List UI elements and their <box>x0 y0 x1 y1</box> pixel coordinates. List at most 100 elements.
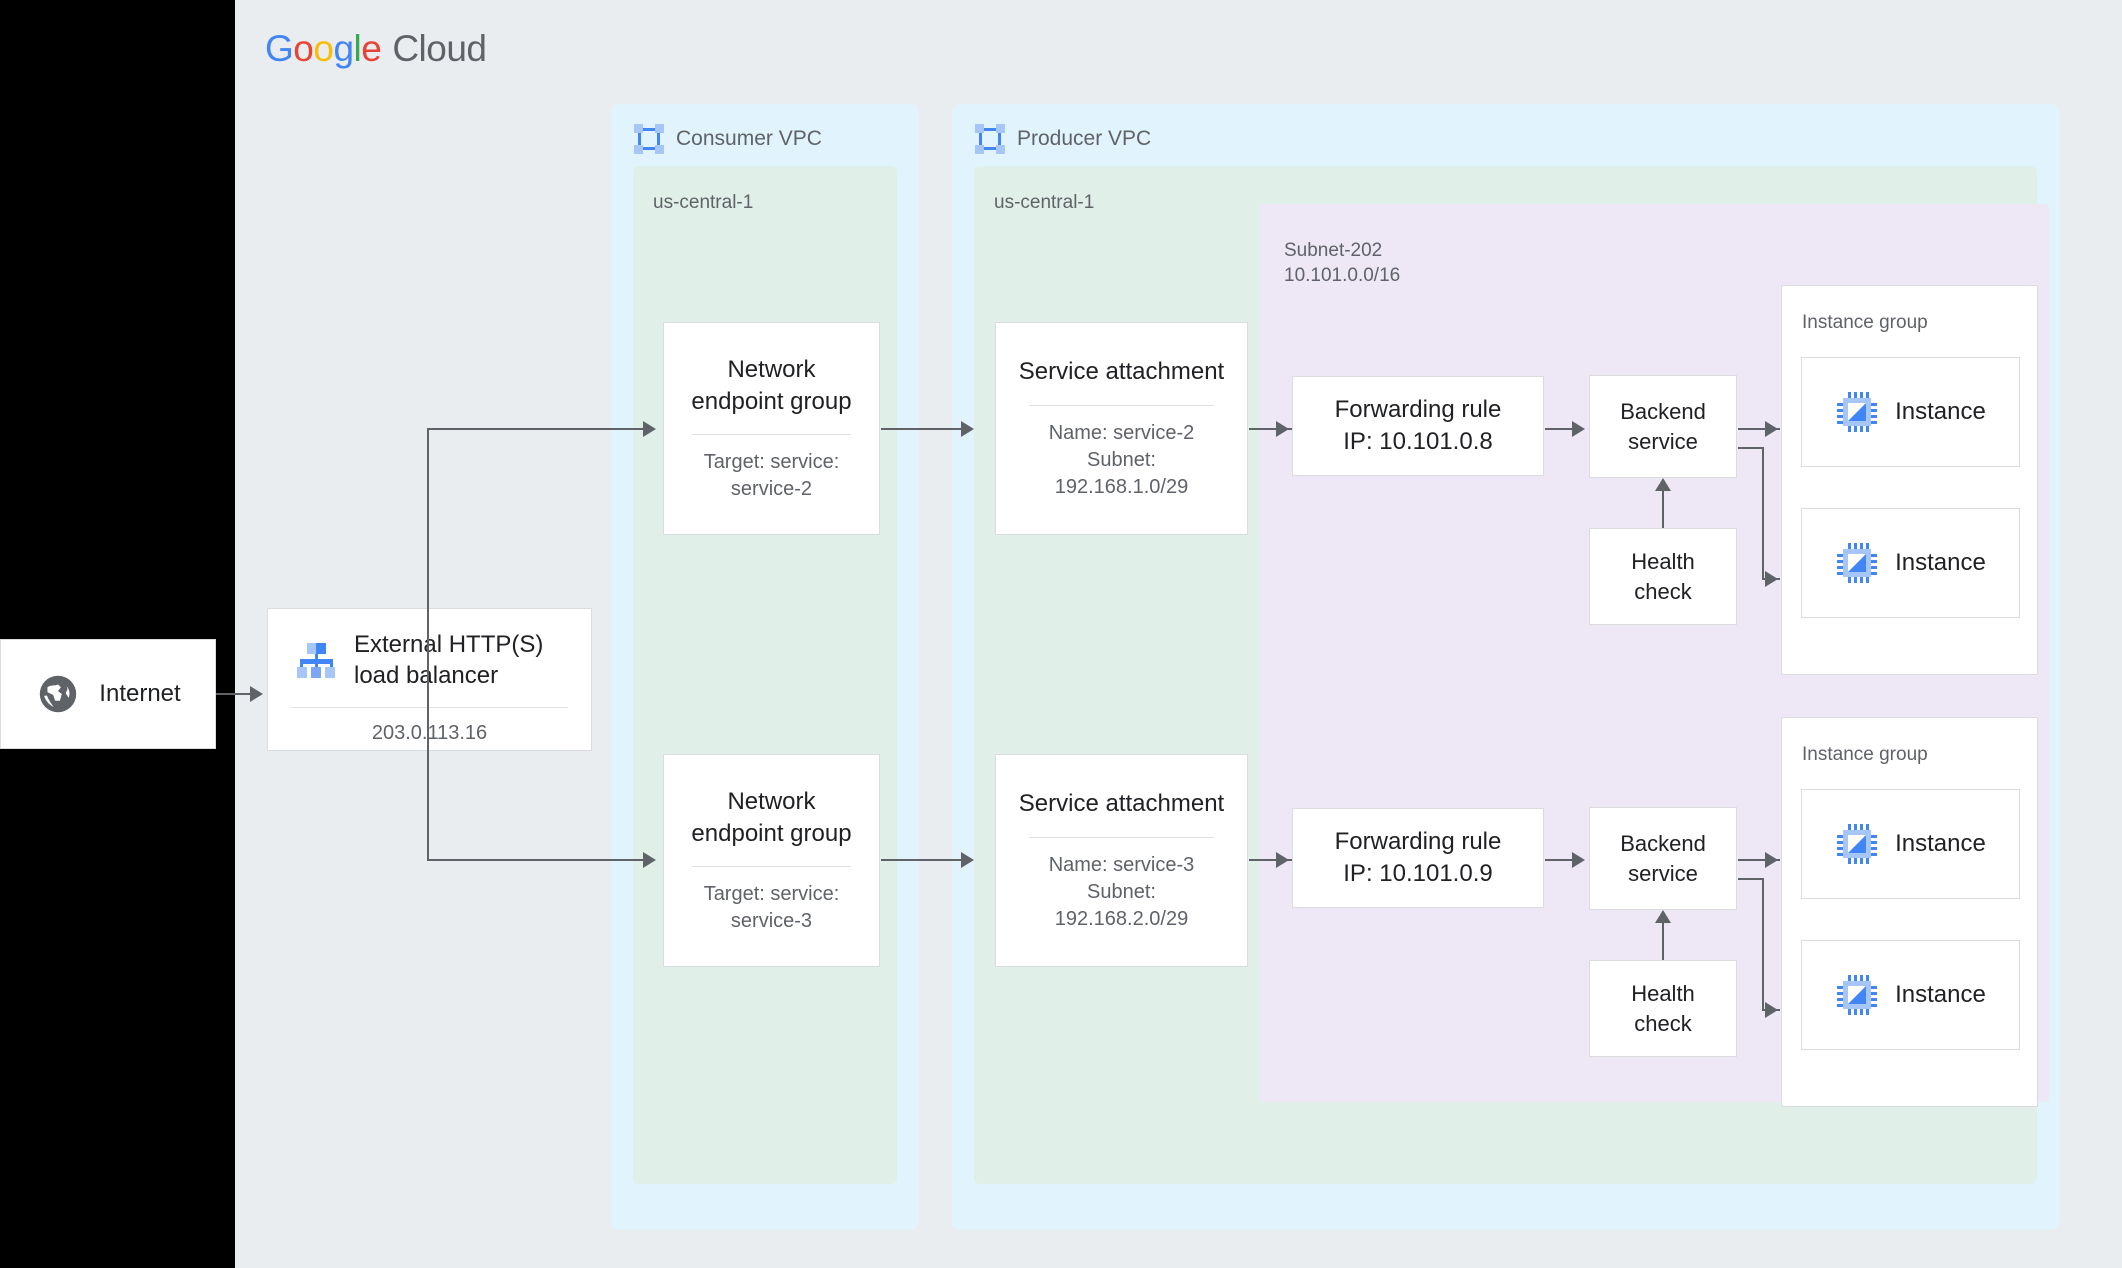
neg-target-value: service-2 <box>730 478 813 501</box>
producer-vpc-title: Producer VPC <box>1017 127 1152 150</box>
consumer-region-container: us-central-1 <box>633 166 897 1184</box>
cpu-icon <box>1837 543 1878 583</box>
instance-label: Instance <box>1895 398 1986 425</box>
instance-group-container: Instance group Instance <box>1781 285 2038 675</box>
instance-node[interactable]: Instance <box>1801 357 2020 467</box>
service-attachment-name: Name: service-3 <box>1048 853 1195 876</box>
neg-title-line1: Network <box>727 787 816 815</box>
internet-node[interactable]: Internet <box>0 639 216 749</box>
consumer-vpc-title: Consumer VPC <box>676 127 822 150</box>
service-attachment-subnet-label: Subnet: <box>1087 880 1156 903</box>
arrowhead-neg1-to-sa1 <box>961 421 974 437</box>
connector-bes1-to-instance1 <box>1738 428 1780 430</box>
arrowhead-fr2-to-bes2 <box>1572 852 1585 868</box>
vpc-icon <box>634 124 664 154</box>
arrowhead-internet-to-lb <box>250 686 263 702</box>
connector-fr1-to-bes1 <box>1545 428 1583 430</box>
arrowhead-hc1-to-bes1 <box>1655 478 1671 491</box>
instance-label: Instance <box>1895 981 1986 1008</box>
health-check-title: Health check <box>1631 979 1695 1038</box>
neg-subtext: Target: service: service-3 <box>704 881 840 935</box>
arrowhead-bes1-to-instance1 <box>1765 421 1778 437</box>
connector-lb-to-neg1 <box>427 428 646 430</box>
arrowhead-sa2-to-fr2 <box>1276 852 1289 868</box>
connector-hc1-to-bes1 <box>1662 489 1664 529</box>
subnet-label: Subnet-202 10.101.0.0/16 <box>1284 238 1400 288</box>
consumer-vpc-container: Consumer VPC us-central-1 <box>611 104 919 1230</box>
logo-letter-e1: e <box>361 28 382 69</box>
cpu-icon <box>1837 824 1878 864</box>
arrowhead-sa1-to-fr1 <box>1276 421 1289 437</box>
connector-bes2-to-instance4-seg1 <box>1738 878 1764 880</box>
service-attachment-title: Service attachment <box>1018 358 1225 386</box>
instance-node[interactable]: Instance <box>1801 789 2020 899</box>
backend-service-line1: Backend <box>1620 831 1706 857</box>
lb-ip-address: 203.0.113.16 <box>371 722 488 745</box>
health-check-line2: check <box>1634 1010 1692 1036</box>
connector-sa2-to-fr2 <box>1249 859 1293 861</box>
connector-hc2-to-bes2 <box>1662 921 1664 961</box>
producer-region-label: us-central-1 <box>994 192 1095 213</box>
connector-sa1-to-fr1 <box>1249 428 1293 430</box>
service-attachment-divider <box>1028 836 1215 838</box>
connector-bes1-to-instance2-seg2 <box>1762 447 1764 579</box>
vpc-icon <box>975 124 1005 154</box>
instance-node[interactable]: Instance <box>1801 940 2020 1050</box>
consumer-region-label: us-central-1 <box>653 192 754 213</box>
connector-neg1-to-sa1 <box>881 428 964 430</box>
neg-target-label: Target: service: <box>703 883 840 906</box>
arrowhead-lb-to-neg1 <box>643 421 656 437</box>
service-attachment-subnet-cidr: 192.168.2.0/29 <box>1054 907 1189 930</box>
instance-group-container: Instance group Instance <box>1781 717 2038 1107</box>
health-check-line1: Health <box>1631 549 1695 575</box>
logo-letter-o1: o <box>293 28 314 69</box>
neg-title-line2: endpoint group <box>691 820 852 847</box>
external-load-balancer-node[interactable]: External HTTP(S)load balancer 203.0.113.… <box>267 608 592 751</box>
cpu-icon <box>1837 392 1878 432</box>
forwarding-rule-label: Forwarding rule <box>1334 828 1502 856</box>
internet-label: Internet <box>99 680 181 707</box>
network-endpoint-group-node[interactable]: Network endpoint group Target: service: se… <box>663 754 880 967</box>
arrowhead-fr1-to-bes1 <box>1572 421 1585 437</box>
forwarding-rule-ip: IP: 10.101.0.8 <box>1343 428 1493 455</box>
backend-service-line2: service <box>1628 860 1698 886</box>
connector-internet-to-lb <box>216 693 254 695</box>
service-attachment-divider <box>1028 404 1215 406</box>
cpu-icon <box>1837 975 1878 1015</box>
producer-vpc-header: Producer VPC <box>975 124 1151 154</box>
backend-service-node[interactable]: Backend service <box>1589 807 1737 910</box>
neg-target-value: service-3 <box>730 910 813 933</box>
lb-title: External HTTP(S)load balancer <box>354 629 543 691</box>
health-check-node[interactable]: Health check <box>1589 960 1737 1057</box>
connector-bes1-to-instance2-seg1 <box>1738 447 1764 449</box>
backend-service-title: Backend service <box>1620 829 1706 888</box>
logo-word-cloud: Cloud <box>392 28 487 69</box>
lb-divider <box>290 707 569 709</box>
globe-icon <box>40 675 77 713</box>
connector-neg2-to-sa2 <box>881 859 964 861</box>
lb-title-line1: External HTTP(S) <box>354 631 544 658</box>
instance-label: Instance <box>1895 830 1986 857</box>
neg-divider <box>691 866 852 868</box>
load-balancer-icon <box>297 643 335 679</box>
instance-node[interactable]: Instance <box>1801 508 2020 618</box>
health-check-line1: Health <box>1631 981 1695 1007</box>
neg-divider <box>691 434 852 436</box>
subnet-name: Subnet-202 <box>1284 240 1383 261</box>
service-attachment-subnet-label: Subnet: <box>1087 448 1156 471</box>
instance-group-label: Instance group <box>1802 744 1928 765</box>
subnet-cidr: 10.101.0.0/16 <box>1284 265 1401 287</box>
connector-bes2-to-instance3 <box>1738 859 1780 861</box>
